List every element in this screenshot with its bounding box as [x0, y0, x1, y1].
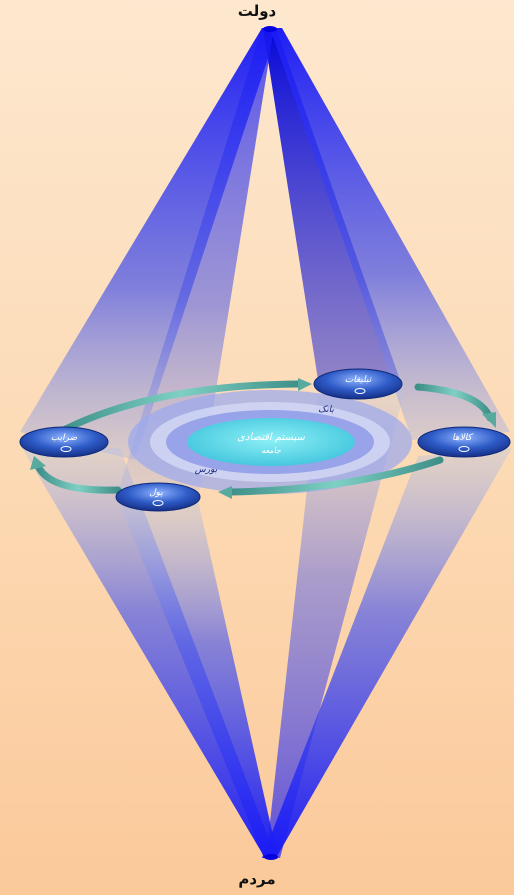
- beam-bottom-to-bottom-left: [118, 500, 278, 858]
- arrowhead-left-to-top-right: [298, 378, 312, 391]
- node-top-right-label: تبلیغات: [345, 375, 373, 385]
- top-apex-point: [263, 26, 277, 32]
- node-right-label: کالاها: [452, 433, 473, 443]
- node-left-label: ضرایب: [51, 433, 78, 443]
- node-left: ضرایب: [20, 427, 108, 457]
- node-top-right: تبلیغات: [314, 369, 402, 399]
- ring-label-upper: بانک: [318, 405, 334, 415]
- center-text-line-2: جامعه: [261, 446, 281, 455]
- center-text-line-1: سیستم اقتصادی: [237, 432, 305, 443]
- node-right: کالاها: [418, 427, 510, 457]
- node-bottom-left: پول: [116, 483, 200, 511]
- bottom-apex-point: [264, 854, 278, 860]
- ring-label-lower: بورس: [195, 465, 218, 475]
- node-bottom-left-label: پول: [149, 488, 163, 498]
